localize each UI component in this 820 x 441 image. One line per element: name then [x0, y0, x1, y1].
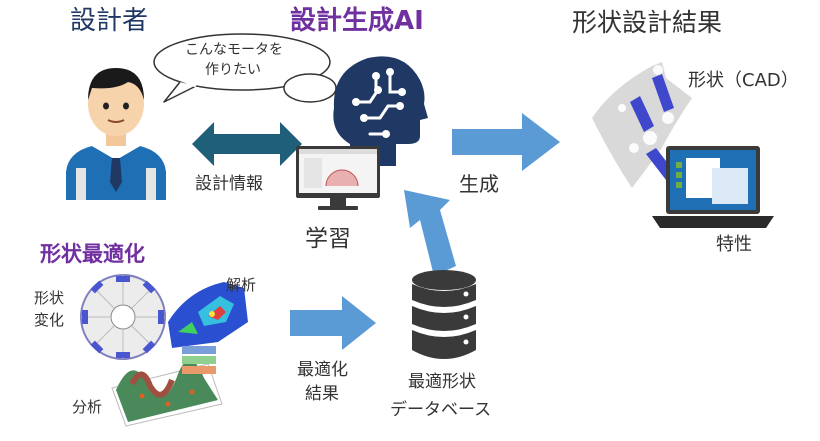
database-label-2: データベース — [390, 400, 492, 420]
result-title: 形状設計結果 — [572, 8, 723, 37]
opt-result-label-1: 最適化 — [297, 360, 348, 380]
database-icon — [412, 270, 476, 359]
opt-result-arrow-icon — [290, 296, 376, 350]
designer-avatar-icon — [66, 68, 166, 200]
laptop-icon — [652, 146, 774, 228]
learning-arrow-icon — [404, 190, 456, 276]
property-label: 特性 — [716, 234, 752, 255]
monitor-icon — [296, 146, 380, 210]
analysis-label: 解析 — [226, 276, 257, 294]
design-info-label: 設計情報 — [195, 174, 263, 194]
surface-plot-icon — [111, 346, 223, 427]
analysis2-label: 分析 — [72, 398, 103, 416]
speech-bubble-icon — [153, 33, 337, 103]
ai-title: 設計生成AI — [290, 6, 424, 36]
designer-title: 設計者 — [70, 6, 149, 36]
optimization-title: 形状最適化 — [40, 242, 145, 266]
analysis-field-icon — [168, 282, 248, 348]
shape-change-label-1: 形状 — [34, 289, 65, 307]
speech-line-2: 作りたい — [205, 62, 261, 78]
speech-line-1: こんなモータを — [185, 42, 283, 58]
opt-result-label-2: 結果 — [305, 384, 339, 404]
shape-change-label-2: 変化 — [34, 311, 65, 329]
generate-label: 生成 — [459, 172, 499, 196]
learning-label: 学習 — [305, 226, 351, 252]
database-label-1: 最適形状 — [408, 372, 476, 392]
generate-arrow-icon — [452, 113, 560, 171]
rotor-shape-icon — [80, 274, 166, 360]
ai-head-icon — [333, 56, 428, 166]
cad-label: 形状（CAD） — [688, 70, 799, 91]
double-arrow-icon — [192, 122, 302, 166]
